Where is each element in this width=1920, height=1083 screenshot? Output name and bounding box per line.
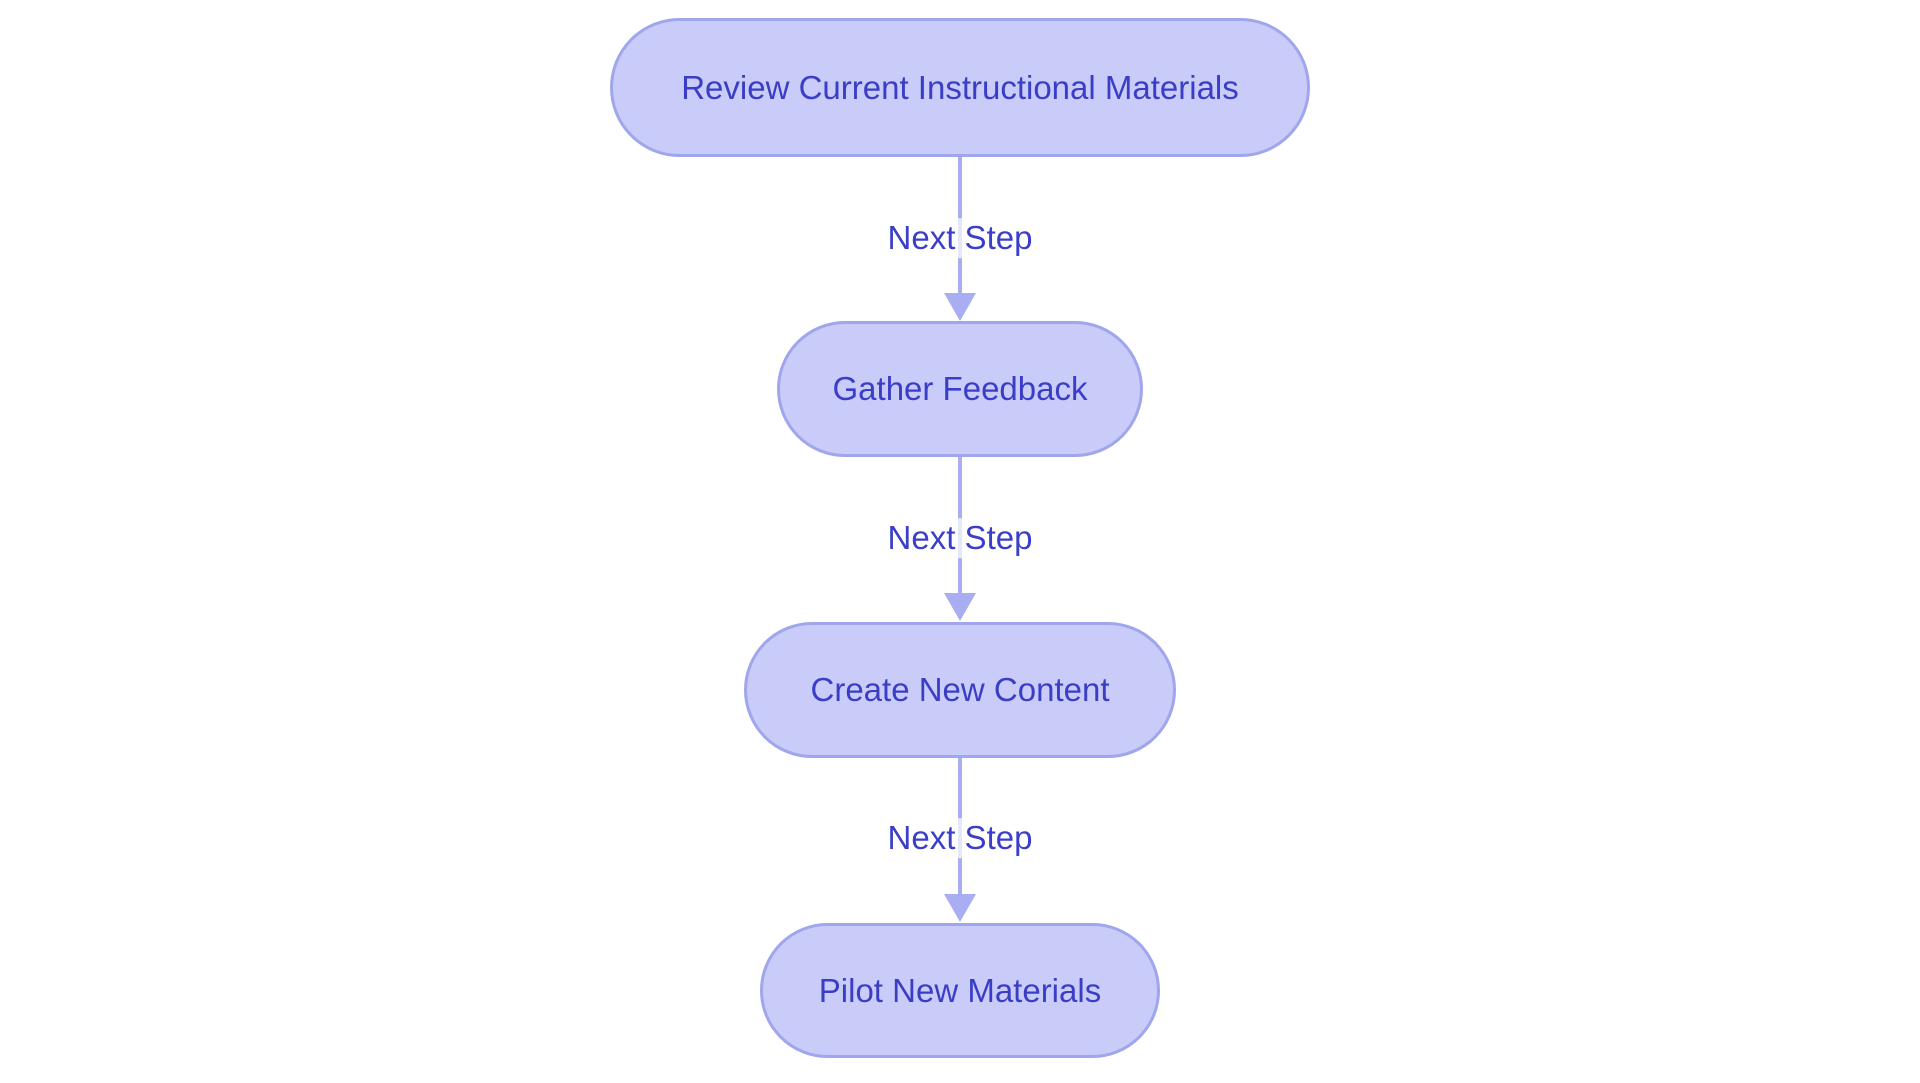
- node-label: Gather Feedback: [832, 370, 1088, 408]
- node-label: Review Current Instructional Materials: [681, 68, 1239, 106]
- arrow-down-icon: [944, 593, 976, 621]
- node-gather-feedback: Gather Feedback: [777, 321, 1143, 457]
- node-review-current-instructional-materials: Review Current Instructional Materials: [610, 18, 1310, 157]
- arrow-down-icon: [944, 894, 976, 922]
- edge-label-1: Next Step: [879, 218, 1041, 258]
- arrow-down-icon: [944, 293, 976, 321]
- node-create-new-content: Create New Content: [744, 622, 1176, 758]
- edge-label-3: Next Step: [879, 818, 1041, 858]
- node-pilot-new-materials: Pilot New Materials: [760, 923, 1160, 1058]
- edge-label-2: Next Step: [879, 518, 1041, 558]
- node-label: Create New Content: [810, 671, 1110, 709]
- node-label: Pilot New Materials: [818, 971, 1102, 1009]
